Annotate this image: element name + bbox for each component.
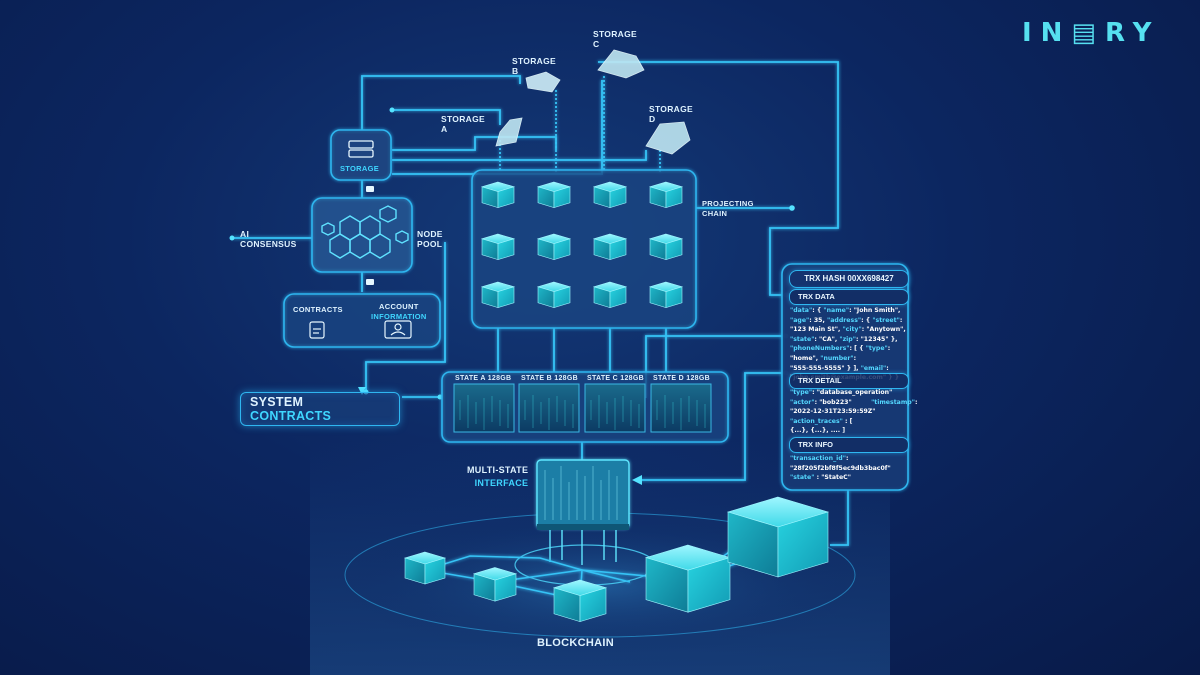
storage-box — [330, 129, 392, 181]
hexagon-network-icon — [321, 205, 409, 259]
blockchain-cube — [403, 551, 447, 585]
code-line: "action_traces" : [ — [790, 417, 853, 425]
trx-data-body: "data": { "name": "John Smith", "age": 35… — [790, 306, 906, 383]
grid-cube — [648, 281, 684, 309]
code-line: "state" : "StateC" — [790, 474, 851, 482]
blockchain-cubes — [403, 496, 830, 623]
trx-detail-title: TRX DETAIL — [789, 373, 909, 389]
blockchain-label: BLOCKCHAIN — [537, 637, 614, 649]
grid-cube — [536, 233, 572, 261]
storage-b-crystal — [525, 71, 561, 93]
state-c-label: STATE C 128GB — [587, 375, 644, 382]
code-line: {...}, {...}, .... ] — [790, 427, 846, 435]
arrow-head — [632, 475, 642, 485]
storage-crystals — [495, 49, 691, 155]
code-line: "555-555-5555" } ], "email": — [790, 364, 889, 372]
grid-cube — [592, 233, 628, 261]
grid-cube — [480, 281, 516, 309]
blockchain-cube — [644, 544, 732, 613]
storage-box-label: STORAGE — [340, 164, 380, 173]
grid-cube — [536, 181, 572, 209]
document-icon — [309, 321, 325, 339]
state-d-label: STATE D 128GB — [653, 375, 710, 382]
blockchain-cube — [552, 579, 608, 623]
arrow-head — [358, 387, 366, 395]
contracts-label: CONTRACTS — [293, 305, 343, 314]
state-b-label: STATE B 128GB — [521, 375, 578, 382]
circuit-lines — [459, 395, 706, 430]
code-line: "type": "database_operation" — [790, 389, 893, 396]
trx-data-title: TRX DATA — [789, 289, 909, 305]
code-line: "123 Main St", "city": "Anytown", — [790, 326, 906, 334]
code-line: "2022-12-31T23:59:59Z" — [790, 408, 876, 416]
code-line: "transaction_id": — [790, 455, 849, 462]
trx-info-title: TRX INFO — [789, 437, 909, 453]
state-a-label: STATE A 128GB — [455, 375, 512, 382]
grid-cube — [480, 233, 516, 261]
padlock-icons — [366, 186, 374, 285]
dot — [389, 107, 395, 113]
trx-info-body: "transaction_id": "28f205f2bf8f5ec9db3bac… — [790, 454, 891, 483]
grid-cube — [536, 281, 572, 309]
system-contracts-box — [240, 392, 400, 426]
storage-a-crystal — [495, 117, 523, 147]
grid-cube — [648, 181, 684, 209]
code-line: "home", "number": — [790, 354, 857, 362]
storage-c-crystal — [597, 49, 645, 79]
trx-hash: TRX HASH 00XX698427 — [789, 270, 909, 288]
cube-grid — [480, 181, 684, 309]
contracts-account-box — [283, 293, 441, 348]
multi-state-chip — [536, 459, 630, 565]
blockchain-cube — [726, 496, 830, 578]
code-line: "actor": "bob223" "timestamp": — [790, 398, 918, 406]
code-line: "age": 35, "address": { "street": — [790, 316, 903, 324]
grid-cube — [480, 181, 516, 209]
system-contracts-label: SYSTEM CONTRACTS — [250, 395, 332, 423]
blockchain-cube — [472, 567, 518, 602]
code-line: "phoneNumbers": [ { "type": — [790, 345, 891, 353]
multi-state-interface-label: MULTI-STATE INTERFACE — [467, 465, 529, 488]
code-line: "data": { "name": "John Smith", — [790, 307, 901, 314]
trx-detail-body: "type": "database_operation" "actor": "bo… — [790, 388, 917, 436]
projecting-chain-panel — [471, 169, 697, 329]
grid-cube — [592, 181, 628, 209]
dot — [789, 205, 795, 211]
server-icon — [348, 140, 374, 158]
account-information-label: ACCOUNT INFORMATION — [371, 302, 427, 321]
inery-logo: IN▤RY — [1022, 18, 1161, 48]
grid-cube — [648, 233, 684, 261]
storage-d-crystal — [645, 121, 691, 155]
lock-icon — [366, 186, 374, 192]
id-card-icon — [384, 320, 412, 339]
dot — [229, 235, 235, 241]
lock-icon — [366, 279, 374, 285]
code-line: "28f205f2bf8f5ec9db3bac0f" — [790, 464, 891, 472]
grid-cube — [592, 281, 628, 309]
code-line: "state": "CA", "zip": "12345" }, — [790, 335, 898, 343]
